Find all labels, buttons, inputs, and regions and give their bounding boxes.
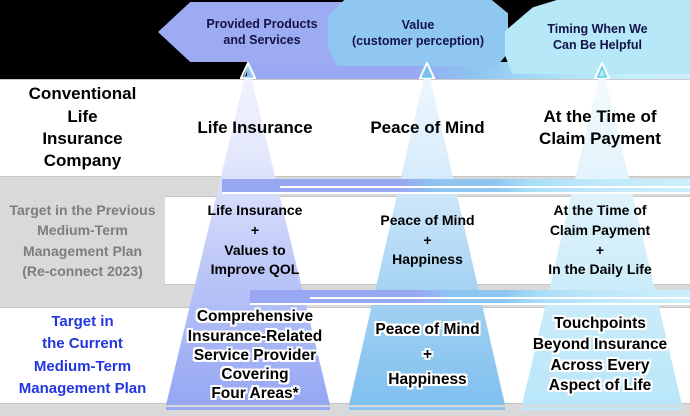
header-pill-label: Value (customer perception) — [352, 17, 484, 48]
triangle-apex-icon — [594, 62, 610, 79]
cell-current-value: Peace of Mind + Happiness — [375, 321, 480, 388]
cell-conventional-timing: At the Time of Claim Payment — [539, 106, 661, 148]
header-pill-label: Timing When We Can Be Helpful — [547, 21, 648, 52]
cell-previous-products: Life Insurance + Values to Improve QOL — [207, 201, 303, 278]
header-pill-provided-products: Provided Products and Services — [158, 2, 348, 62]
triangle-apex-icon — [419, 62, 435, 79]
cell-conventional-value: Peace of Mind — [370, 117, 485, 137]
cell-previous-timing: At the Time of Claim Payment + In the Da… — [548, 201, 652, 278]
cell-current-timing: Touchpoints Beyond Insurance Across Ever… — [532, 314, 668, 395]
cell-previous-value: Peace of Mind + Happiness — [380, 211, 475, 268]
row-conventional-background — [0, 79, 690, 177]
streak-line — [310, 297, 690, 299]
cell-current-products: Comprehensive Insurance-Related Service … — [187, 308, 323, 403]
streak-line — [280, 186, 690, 188]
row-label-current-plan: Target in the Current Medium-Term Manage… — [18, 312, 147, 398]
row-label-conventional: Conventional Life Insurance Company — [28, 84, 137, 171]
triangle-base-line-2 — [349, 407, 505, 410]
header-pill-label: Provided Products and Services — [206, 16, 318, 47]
cell-conventional-products: Life Insurance — [197, 117, 313, 137]
bottom-strip — [0, 404, 690, 416]
header-pill-value: Value (customer perception) — [328, 0, 508, 66]
header-pill-timing: Timing When We Can Be Helpful — [505, 0, 690, 74]
streak-line — [222, 192, 690, 194]
header-black-panel-lower — [0, 62, 247, 79]
triangle-base-line-3 — [522, 407, 682, 410]
row-label-previous-plan: Target in the Previous Medium-Term Manag… — [9, 201, 156, 279]
previous-plan-label-cell — [0, 196, 165, 285]
streak-line — [250, 303, 690, 305]
triangle-base-line-1 — [166, 407, 330, 410]
triangle-apex-icon — [240, 62, 256, 79]
